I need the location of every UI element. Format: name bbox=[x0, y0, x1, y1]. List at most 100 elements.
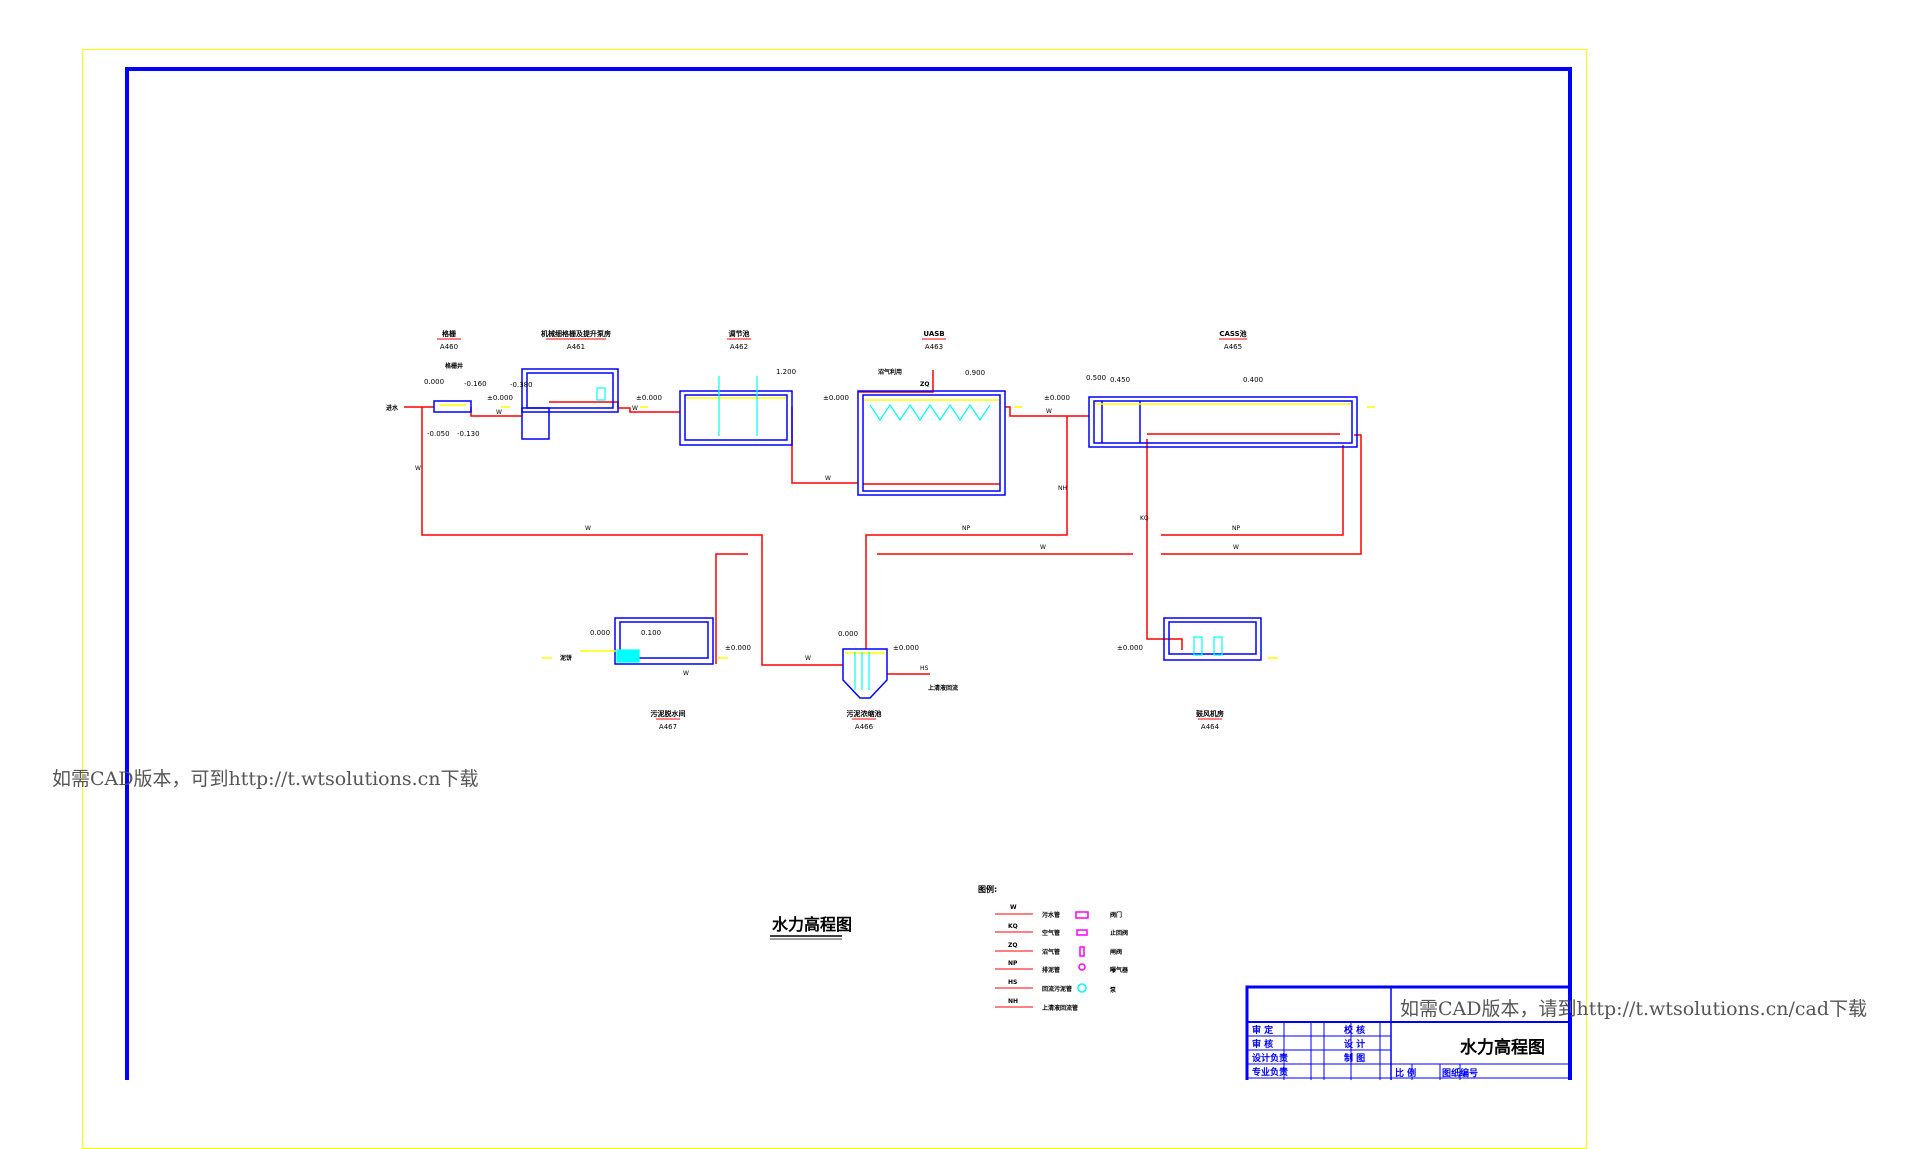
svg-text:鼓风机房: 鼓风机房 bbox=[1196, 709, 1224, 718]
svg-text:A464: A464 bbox=[1201, 723, 1220, 731]
drawing-title: 水力高程图 bbox=[772, 915, 852, 934]
svg-text:UASB: UASB bbox=[923, 330, 944, 338]
elevation-label: -0.130 bbox=[457, 430, 480, 438]
elevation-label: ±0.000 bbox=[1117, 644, 1143, 652]
svg-text:ZQ: ZQ bbox=[920, 381, 929, 388]
structures bbox=[433, 368, 1358, 699]
unit-title: 污泥浓缩池 A466 bbox=[847, 709, 882, 731]
svg-text:制 图: 制 图 bbox=[1344, 1052, 1365, 1064]
svg-text:W: W bbox=[415, 465, 421, 472]
watermark-left: 如需CAD版本，可到http://t.wtsolutions.cn下载 bbox=[52, 768, 479, 790]
elevation-label: 0.000 bbox=[838, 630, 858, 638]
svg-text:设 计: 设 计 bbox=[1344, 1038, 1365, 1050]
svg-text:校 核: 校 核 bbox=[1344, 1024, 1365, 1036]
svg-text:沼气管: 沼气管 bbox=[1042, 948, 1060, 956]
svg-text:图例:: 图例: bbox=[978, 884, 997, 894]
legend-item: HS 回流污泥管 bbox=[995, 979, 1072, 993]
svg-text:回流污泥管: 回流污泥管 bbox=[1042, 985, 1072, 993]
elevation-label: -0.380 bbox=[510, 381, 533, 389]
svg-text:止回阀: 止回阀 bbox=[1110, 929, 1128, 937]
svg-text:NP: NP bbox=[962, 525, 970, 532]
svg-text:A466: A466 bbox=[855, 723, 874, 731]
svg-text:格栅: 格栅 bbox=[442, 329, 456, 338]
title-block-title: 水力高程图 bbox=[1460, 1037, 1545, 1058]
legend-item: NP 排泥管 bbox=[995, 960, 1060, 974]
elevation-label: 0.450 bbox=[1110, 376, 1130, 384]
elevation-label: ±0.000 bbox=[725, 644, 751, 652]
svg-text:NH: NH bbox=[1008, 998, 1018, 1005]
annotations: 进水 格栅井 沼气利用 泥饼 上清液回流 ZQ bbox=[386, 362, 958, 692]
svg-text:W: W bbox=[1046, 408, 1052, 415]
elevation-label: 0.000 bbox=[424, 378, 444, 386]
svg-text:W: W bbox=[1233, 544, 1239, 551]
svg-text:ZQ: ZQ bbox=[1008, 942, 1017, 949]
aerator-icon bbox=[1078, 963, 1086, 971]
svg-text:沼气利用: 沼气利用 bbox=[878, 368, 902, 376]
svg-text:A461: A461 bbox=[567, 343, 585, 351]
svg-text:设计负责: 设计负责 bbox=[1252, 1052, 1288, 1064]
svg-text:W: W bbox=[632, 405, 638, 412]
elevation-label: 0.000 bbox=[590, 629, 610, 637]
title-block bbox=[1245, 985, 1572, 1080]
svg-text:图纸编号: 图纸编号 bbox=[1442, 1067, 1478, 1079]
svg-text:HS: HS bbox=[920, 665, 929, 672]
elevation-label: ±0.000 bbox=[487, 394, 513, 402]
svg-text:W: W bbox=[496, 409, 502, 416]
elevation-label: ±0.000 bbox=[823, 394, 849, 402]
elevation-label: 1.200 bbox=[776, 368, 796, 376]
pipe-tags: W W W W NP NP W W W W W W NH KQ HS bbox=[415, 405, 1240, 677]
elevation-label: ±0.000 bbox=[893, 644, 919, 652]
svg-text:A463: A463 bbox=[925, 343, 943, 351]
pump-icon bbox=[1077, 983, 1087, 993]
equipment bbox=[596, 376, 1223, 690]
elevation-label: -0.050 bbox=[427, 430, 450, 438]
watermark-right: 如需CAD版本，请到http://t.wtsolutions.cn/cad下载 bbox=[1400, 998, 1868, 1020]
svg-text:HS: HS bbox=[1008, 979, 1017, 986]
svg-text:W: W bbox=[825, 475, 831, 482]
svg-text:进水: 进水 bbox=[386, 404, 399, 412]
elevation-label: 0.500 bbox=[1086, 374, 1106, 382]
svg-text:KQ: KQ bbox=[1140, 515, 1149, 522]
svg-text:比 例: 比 例 bbox=[1395, 1067, 1416, 1079]
svg-text:泵: 泵 bbox=[1110, 986, 1117, 994]
svg-text:W: W bbox=[805, 655, 811, 662]
svg-text:A467: A467 bbox=[659, 723, 677, 731]
screen-channel bbox=[433, 400, 472, 413]
valve-icon bbox=[1075, 911, 1089, 919]
svg-text:NP: NP bbox=[1232, 525, 1240, 532]
svg-text:W: W bbox=[683, 670, 689, 677]
unit-title: 机械细格栅及提升泵房 A461 bbox=[541, 329, 611, 351]
svg-text:W: W bbox=[1040, 544, 1046, 551]
svg-text:污水管: 污水管 bbox=[1042, 911, 1060, 919]
svg-text:W: W bbox=[585, 525, 591, 532]
elevation-label: 0.100 bbox=[641, 629, 661, 637]
svg-text:机械细格栅及提升泵房: 机械细格栅及提升泵房 bbox=[541, 329, 611, 338]
svg-text:NP: NP bbox=[1008, 960, 1018, 967]
elevation-label: 0.900 bbox=[965, 369, 985, 377]
svg-text:空气管: 空气管 bbox=[1042, 929, 1060, 937]
svg-text:NH: NH bbox=[1058, 485, 1067, 492]
svg-text:排泥管: 排泥管 bbox=[1042, 966, 1060, 974]
elevation-label: ±0.000 bbox=[636, 394, 662, 402]
wet-well bbox=[521, 407, 550, 440]
svg-text:A460: A460 bbox=[440, 343, 458, 351]
uasb-reactor bbox=[857, 390, 1006, 496]
svg-text:上清液回流管: 上清液回流管 bbox=[1042, 1004, 1078, 1012]
svg-text:污泥浓缩池: 污泥浓缩池 bbox=[847, 709, 882, 718]
elevation-label: -0.160 bbox=[464, 380, 487, 388]
drawing-frame bbox=[125, 67, 1572, 1080]
dewatering-house bbox=[614, 617, 714, 665]
svg-text:闸阀: 闸阀 bbox=[1110, 948, 1122, 956]
svg-text:A465: A465 bbox=[1224, 343, 1242, 351]
svg-text:曝气器: 曝气器 bbox=[1110, 966, 1129, 974]
svg-text:阀门: 阀门 bbox=[1110, 911, 1122, 919]
svg-text:W: W bbox=[1010, 904, 1017, 911]
svg-text:审 核: 审 核 bbox=[1252, 1038, 1273, 1050]
